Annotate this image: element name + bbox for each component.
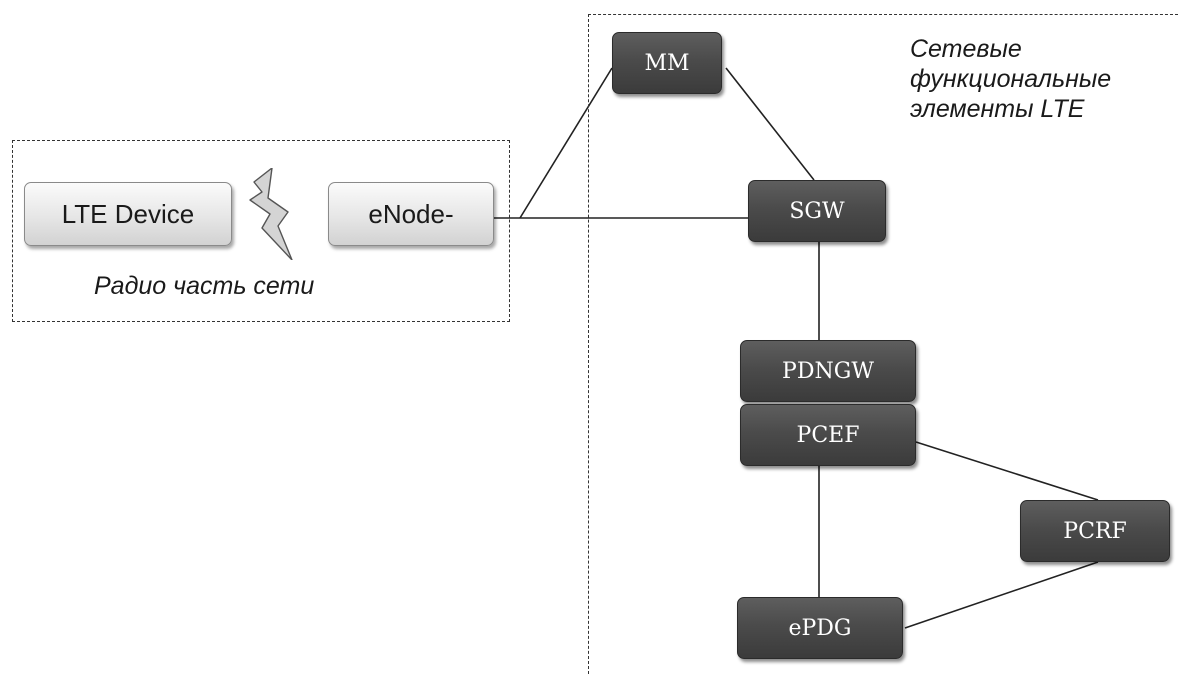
link-enode-mm: [519, 67, 613, 219]
core-caption-line-2: функциональные: [910, 65, 1112, 93]
node-enode: eNode-: [328, 182, 494, 246]
node-mm: MM: [612, 32, 722, 94]
core-region-caption: Сетевые функциональные элементы LTE: [910, 34, 1170, 124]
core-caption-line-1: Сетевые: [910, 35, 1022, 63]
node-pcrf: PCRF: [1020, 500, 1170, 562]
node-pcef: PCEF: [740, 404, 916, 466]
core-network-region: [588, 14, 1178, 675]
radio-region-caption: Радио часть сети: [94, 272, 315, 300]
node-epdg: ePDG: [737, 597, 903, 659]
node-pdngw: PDNGW: [740, 340, 916, 402]
core-caption-line-3: элементы LTE: [910, 95, 1085, 123]
radio-network-region: [12, 140, 510, 322]
wireless-link-icon: [249, 168, 293, 260]
link-epdg-pcrf: [904, 561, 1099, 629]
link-pcef-pcrf: [915, 441, 1099, 501]
node-lte-device: LTE Device: [24, 182, 232, 246]
link-mm-sgw: [725, 67, 815, 181]
node-sgw: SGW: [748, 180, 886, 242]
